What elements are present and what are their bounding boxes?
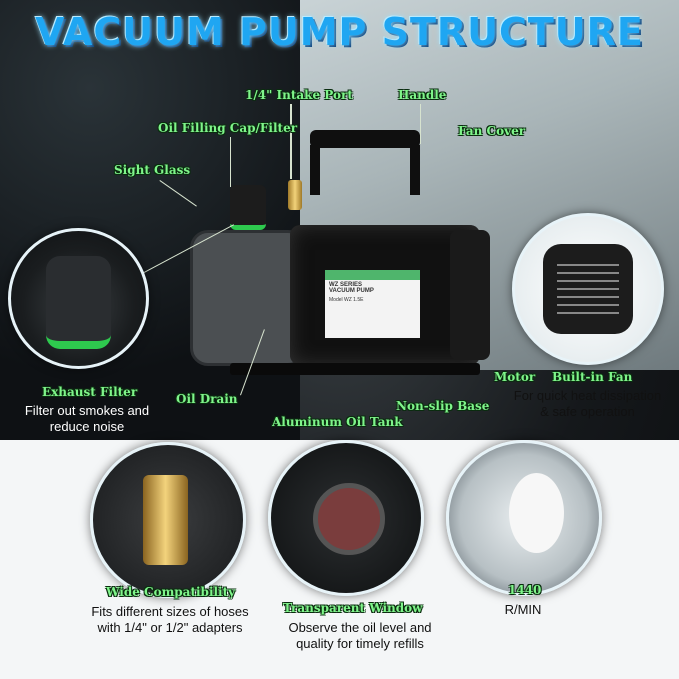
fan-grille-shape: [543, 244, 633, 334]
desc-rpm-unit: R/MIN: [504, 602, 542, 617]
desc-built-in-fan-line2: & safe operation: [540, 404, 635, 419]
desc-wide-compatibility: Fits different sizes of hoses with 1/4" …: [70, 604, 270, 636]
nameplate-model-label: Model: [329, 297, 343, 303]
nameplate-subtitle: VACUUM PUMP: [329, 288, 374, 294]
desc-wide-compatibility-line1: Fits different sizes of hoses: [91, 604, 249, 619]
label-motor: Motor: [494, 370, 536, 384]
label-built-in-fan: Built-in Fan: [552, 370, 633, 384]
label-rpm-value: 1440: [508, 583, 542, 597]
vacuum-pump-illustration: WZ SERIES VACUUM PUMP Model WZ 1.5E: [190, 130, 490, 375]
label-oil-filling-cap: Oil Filling Cap/Filter: [158, 121, 298, 135]
desc-transparent-window-line1: Observe the oil level and: [288, 620, 432, 635]
handle-post-right: [410, 145, 420, 195]
leader-line: [290, 104, 292, 179]
leader-line: [230, 137, 231, 187]
motor-rotor-detail-image: [446, 440, 602, 596]
nameplate: WZ SERIES VACUUM PUMP Model WZ 1.5E: [325, 270, 420, 338]
label-non-slip-base: Non-slip Base: [396, 399, 490, 413]
nameplate-model-value: WZ 1.5E: [344, 297, 364, 303]
label-wide-compatibility: Wide Compatibility: [106, 585, 236, 599]
label-transparent-window: Transparent Window: [283, 601, 423, 615]
page-title: VACUUM PUMP STRUCTURE: [35, 10, 644, 54]
desc-exhaust-filter: Filter out smokes and reduce noise: [12, 403, 162, 435]
label-exhaust-filter: Exhaust Filter: [42, 385, 138, 399]
exhaust-filter-detail-image: [8, 228, 149, 369]
desc-exhaust-filter-line1: Filter out smokes and: [24, 403, 150, 418]
desc-built-in-fan-line1: For quick heat dissipation: [513, 388, 662, 403]
label-fan-cover: Fan Cover: [458, 124, 526, 138]
fan-cover-detail-image: [512, 213, 664, 365]
nameplate-header: WZ SERIES: [329, 282, 363, 288]
brass-adapter-shape: [143, 475, 188, 565]
window-glass-shape: [313, 483, 385, 555]
oil-cap-shape: [230, 185, 266, 230]
label-sight-glass: Sight Glass: [114, 163, 191, 177]
sight-window-detail-image: [268, 440, 424, 596]
desc-built-in-fan: For quick heat dissipation & safe operat…: [500, 388, 675, 420]
oil-tank-shape: [190, 230, 306, 366]
grille-icon: [557, 258, 619, 320]
desc-transparent-window-line2: quality for timely refills: [296, 636, 424, 651]
desc-wide-compatibility-line2: with 1/4" or 1/2" adapters: [97, 620, 243, 635]
label-oil-drain: Oil Drain: [176, 392, 238, 406]
fan-cover-shape: [450, 230, 490, 360]
handle-shape: [310, 130, 420, 148]
label-handle: Handle: [398, 88, 447, 102]
base-shape: [230, 363, 480, 375]
intake-port-fitting: [288, 180, 302, 210]
brass-adapter-detail-image: [90, 442, 246, 598]
desc-exhaust-filter-line2: reduce noise: [49, 419, 125, 434]
handle-post-left: [310, 145, 320, 195]
label-aluminum-oil-tank: Aluminum Oil Tank: [272, 415, 403, 429]
desc-transparent-window: Observe the oil level and quality for ti…: [265, 620, 455, 652]
leader-line: [420, 104, 421, 144]
label-intake-port: 1/4" Intake Port: [245, 88, 353, 102]
fan-blade-icon: [509, 473, 564, 553]
exhaust-filter-shape: [46, 256, 111, 349]
